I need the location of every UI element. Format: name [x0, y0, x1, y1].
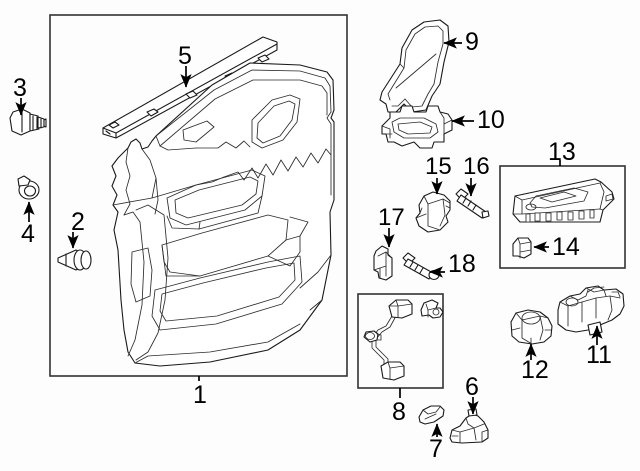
callout-label-13[interactable]: 13: [548, 138, 576, 166]
part-3-screw: [9, 108, 47, 136]
part-15-lock-switch: [415, 191, 451, 233]
part-7-bulb: [418, 405, 445, 425]
part-1-door-trim-panel: [111, 62, 335, 367]
part-12-window-switch: [510, 309, 553, 345]
part-8-wire-harness: [363, 299, 444, 381]
part-4-grommet: [17, 175, 40, 200]
callout-label-4[interactable]: 4: [21, 220, 35, 248]
callout-label-5[interactable]: 5: [178, 42, 192, 70]
callout-label-9[interactable]: 9: [465, 28, 479, 56]
callout-label-10[interactable]: 10: [477, 106, 505, 134]
leader-lines: [15, 37, 603, 437]
callout-label-7[interactable]: 7: [429, 435, 443, 463]
part-11-master-switch: [557, 285, 625, 336]
part-16-screw: [455, 188, 490, 219]
part-6-courtesy-lamp: [449, 408, 489, 444]
part-2-clip: [57, 249, 92, 271]
callout-label-17[interactable]: 17: [378, 204, 405, 231]
callout-label-8[interactable]: 8: [392, 398, 406, 426]
part-13-switch-garnish: [512, 178, 615, 223]
part-14-clip: [512, 237, 532, 259]
callout-label-2[interactable]: 2: [71, 208, 85, 236]
part-17-door-switch: [373, 245, 393, 281]
callout-label-11[interactable]: 11: [586, 341, 612, 369]
callout-label-12[interactable]: 12: [521, 356, 549, 384]
callout-label-14[interactable]: 14: [552, 233, 580, 261]
callout-label-18[interactable]: 18: [448, 250, 476, 278]
part-10-handle-bracket: [381, 105, 453, 149]
part-18-screw: [402, 252, 440, 281]
callout-label-6[interactable]: 6: [465, 373, 479, 401]
part-9-corner-garnish: [379, 19, 450, 113]
callout-label-1[interactable]: 1: [193, 381, 207, 409]
callout-label-16[interactable]: 16: [463, 153, 490, 180]
callout-label-15[interactable]: 15: [425, 153, 452, 180]
callout-label-3[interactable]: 3: [13, 74, 27, 102]
